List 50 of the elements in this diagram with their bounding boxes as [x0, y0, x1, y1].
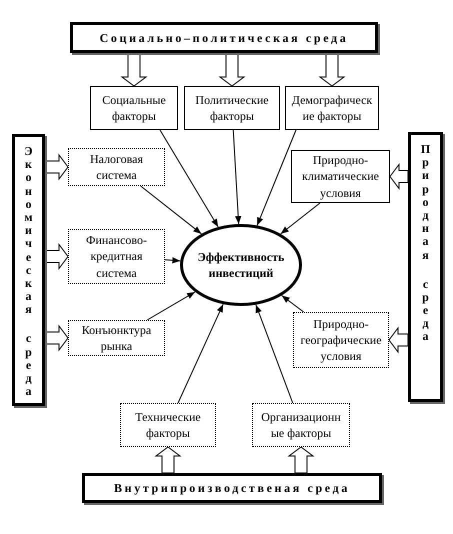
node-label: Природно-географические условия: [299, 316, 383, 364]
factor-box: [120, 403, 216, 447]
node-label: Налоговая система: [88, 150, 144, 184]
environment-box: [82, 473, 382, 503]
environment-box: [12, 134, 45, 406]
block-arrow: [44, 324, 69, 352]
environment-title: Внутрипроизводственая среда: [114, 480, 350, 497]
central-ellipse: [180, 224, 302, 306]
environment-title: Природная среда: [420, 143, 430, 346]
arrow: [280, 202, 320, 234]
block-arrow: [288, 446, 314, 474]
node-label: Социальные факторы: [101, 92, 167, 124]
node-label: Конъюнктура рынка: [80, 322, 152, 354]
environment-title: Социально–политическая среда: [100, 30, 348, 46]
environment-box: [70, 22, 378, 53]
environment-box: [408, 132, 443, 402]
arrow: [140, 186, 202, 234]
block-arrow: [389, 163, 408, 190]
block-arrow: [388, 326, 408, 354]
node-label: Демографическ ие факторы: [290, 92, 374, 124]
factor-box: [184, 86, 280, 130]
factor-box: [90, 86, 178, 130]
environment-title: Экономическая среда: [24, 145, 33, 400]
arrow: [281, 295, 304, 312]
block-arrow: [154, 446, 182, 474]
arrow: [178, 304, 224, 404]
factor-box: [68, 148, 165, 186]
node-label: Эффективность инвестиций: [196, 248, 286, 282]
block-arrow: [218, 52, 246, 87]
arrow: [160, 130, 219, 228]
block-arrow: [318, 52, 346, 87]
node-label: Технические факторы: [134, 408, 202, 442]
arrow: [255, 304, 294, 404]
factor-box: [68, 229, 165, 284]
arrow: [146, 291, 196, 320]
arrow: [232, 130, 242, 225]
arrow: [164, 257, 181, 264]
factor-box: [68, 320, 165, 356]
factor-box: [285, 86, 379, 130]
factor-box: [291, 150, 390, 203]
block-arrow: [44, 154, 69, 180]
arrow: [256, 130, 296, 226]
block-arrow: [44, 243, 69, 270]
block-arrow: [120, 52, 148, 87]
node-label: Природно-климатические условия: [301, 152, 380, 201]
node-label: Политические факторы: [194, 92, 270, 124]
node-label: Организационн ые факторы: [260, 408, 342, 442]
factor-box: [293, 312, 389, 368]
factor-box: [252, 403, 350, 447]
node-label: Финансово-кредитная система: [85, 232, 148, 281]
